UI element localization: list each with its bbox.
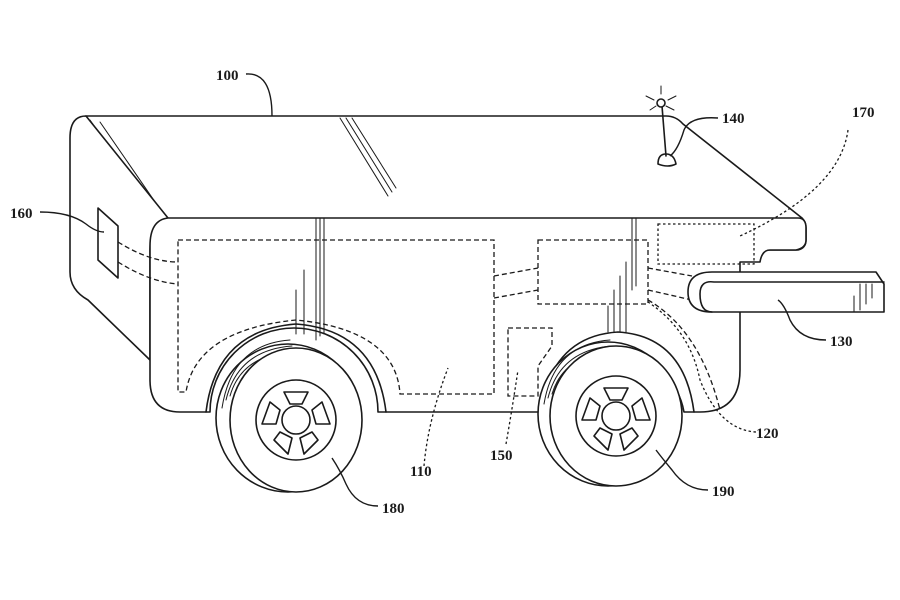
label-190: 190 [712,484,735,500]
internal-wiring [117,241,721,411]
leader-lines [39,73,849,507]
front-wheel [537,339,683,487]
label-100: 100 [216,68,239,84]
label-180: 180 [382,501,405,517]
front-module-outline [657,223,755,265]
cargo-area-outline [177,239,495,395]
compartment-outline [507,327,553,397]
side-reflection-lines [295,217,637,341]
label-170: 170 [852,105,875,121]
label-120: 120 [756,426,779,442]
front-wheel-spokes [581,387,651,451]
side-panel-device [97,207,119,279]
label-130: 130 [830,334,853,350]
label-150: 150 [490,448,513,464]
label-140: 140 [722,111,745,127]
rear-wheel [215,339,363,493]
front-bumper [687,271,885,313]
control-unit-outline [537,239,649,305]
label-160: 160 [10,206,33,222]
antenna [645,85,677,167]
rear-wheel-spokes [261,391,331,455]
label-110: 110 [410,464,432,480]
